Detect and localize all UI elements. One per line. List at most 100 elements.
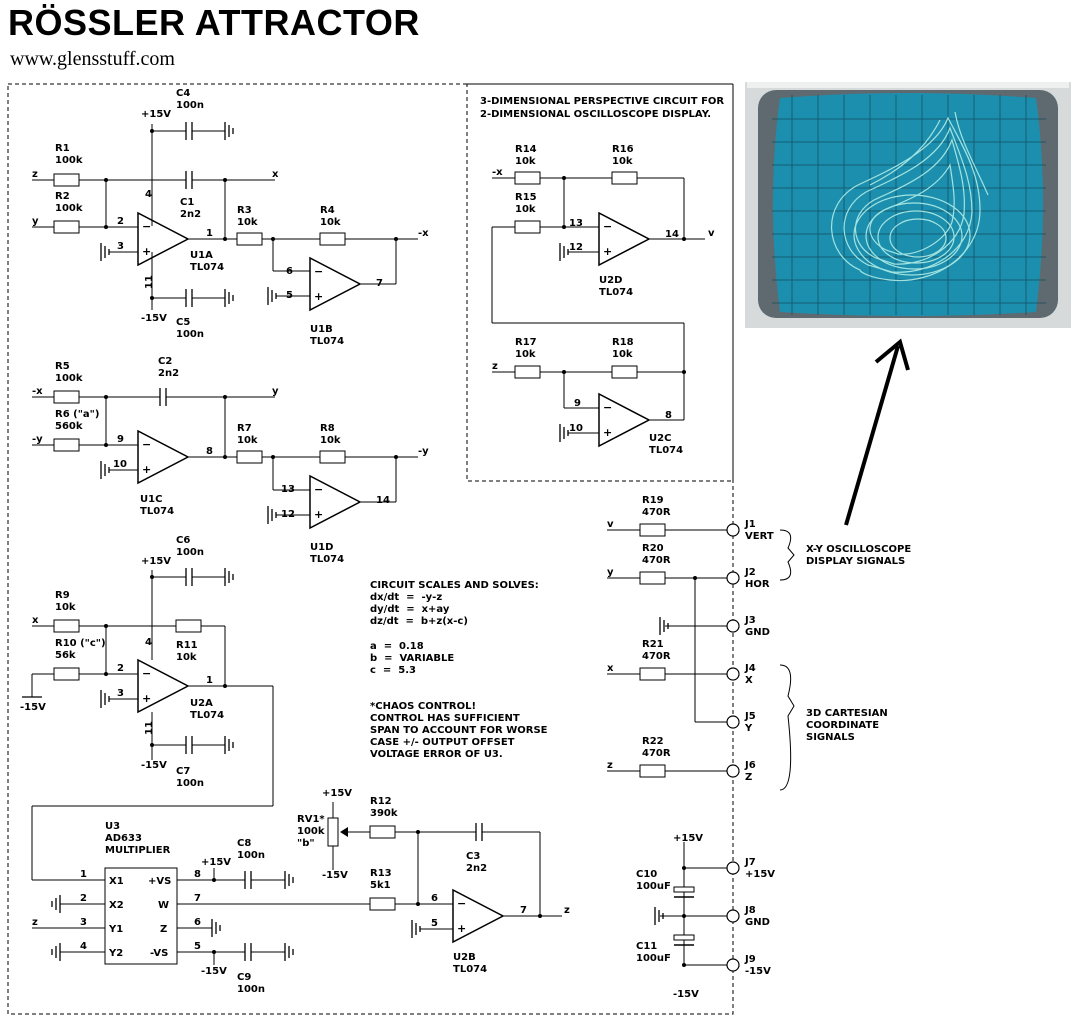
net-label: x (272, 169, 279, 180)
label-r8: R8 (320, 423, 335, 434)
label-r14: R14 (515, 144, 537, 155)
label-u1c: U1C (140, 494, 162, 505)
svg-text:13: 13 (569, 218, 583, 229)
label-c9: C9 (237, 972, 251, 983)
perspective-border (466, 83, 734, 482)
svg-text:5: 5 (194, 941, 201, 952)
note: c = 5.3 (370, 665, 416, 676)
label-c7: 100n (176, 778, 204, 789)
svg-text:10: 10 (113, 459, 127, 470)
jack-j1 (726, 523, 740, 537)
label-j4: X (745, 675, 753, 686)
net-label: -x (418, 228, 429, 239)
svg-text:2: 2 (117, 216, 124, 227)
label-r20: 470R (642, 555, 671, 566)
label-r17: 10k (515, 349, 536, 360)
svg-text:11: 11 (144, 275, 155, 289)
label-r18: 10k (612, 349, 633, 360)
label-rv1: 100k (297, 826, 325, 837)
svg-text:4: 4 (80, 941, 87, 952)
label-r7: 10k (237, 435, 258, 446)
net-label: v (708, 228, 715, 239)
label-c6: 100n (176, 547, 204, 558)
attractor-trace (831, 111, 989, 282)
net-label: z (564, 905, 570, 916)
label-r1: R1 (55, 143, 70, 154)
svg-text:12: 12 (281, 509, 295, 520)
u3-pin: +VS (148, 876, 171, 887)
label-u1c: TL074 (140, 506, 174, 517)
label-u3: AD633 (105, 833, 142, 844)
label-u2b: TL074 (453, 964, 487, 975)
label-j1: VERT (745, 531, 774, 542)
label-r21: 470R (642, 651, 671, 662)
label-rv1: RV1* (297, 814, 325, 825)
svg-text:4: 4 (145, 637, 152, 648)
u3-pin: W (158, 900, 169, 911)
label-j1: J1 (744, 519, 756, 530)
note: SPAN TO ACCOUNT FOR WORSE (370, 725, 548, 736)
jack-j2 (726, 571, 740, 585)
svg-text:1: 1 (80, 869, 87, 880)
label-r11: R11 (176, 640, 198, 651)
net-label: y (607, 567, 614, 578)
label-r21: R21 (642, 639, 664, 650)
label-r22: 470R (642, 748, 671, 759)
label-r1: 100k (55, 155, 83, 166)
net-label: z (492, 361, 498, 372)
note: dz/dt = b+z(x-c) (370, 616, 468, 627)
xy-brace (779, 529, 795, 581)
labels: 3-DIMENSIONAL PERSPECTIVE CIRCUIT FOR 2-… (20, 88, 911, 1000)
label-r16: R16 (612, 144, 634, 155)
multiplier (32, 867, 370, 965)
net-label: x (607, 663, 614, 674)
label-r10: 56k (55, 650, 76, 661)
jack-j7 (726, 861, 740, 875)
svg-text:5: 5 (431, 918, 438, 929)
net-label: z (607, 760, 613, 771)
note: a = 0.18 (370, 641, 424, 652)
u3-pin: Y2 (108, 948, 123, 959)
label-c5: C5 (176, 317, 190, 328)
z-stage (22, 567, 274, 881)
cartesian-brace (779, 664, 795, 791)
label-r9: R9 (55, 590, 70, 601)
net-label: y (32, 216, 39, 227)
label-c10: 100uF (636, 881, 671, 892)
note: dx/dt = -y-z (370, 592, 442, 603)
svg-text:8: 8 (665, 410, 672, 421)
svg-text:7: 7 (520, 905, 527, 916)
label-u1a: U1A (190, 250, 213, 261)
label-j5: Y (744, 723, 753, 734)
svg-text:4: 4 (145, 189, 152, 200)
svg-text:2: 2 (117, 663, 124, 674)
label-u2d: U2D (599, 275, 622, 286)
u3-pin: -VS (150, 948, 168, 959)
u3-pin: X2 (109, 900, 124, 911)
note: b = VARIABLE (370, 653, 454, 664)
label-u2c: TL074 (649, 445, 683, 456)
svg-text:7: 7 (194, 893, 201, 904)
label-j6: J6 (744, 760, 756, 771)
label-r3: R3 (237, 205, 252, 216)
website-label: www.glensstuff.com (10, 48, 175, 70)
rail-label: +15V (673, 833, 703, 844)
label-c6: C6 (176, 535, 190, 546)
net-label: z (32, 917, 38, 928)
main-border (7, 83, 734, 1015)
svg-text:8: 8 (206, 446, 213, 457)
label-r13: R13 (370, 868, 392, 879)
label-c3: C3 (466, 851, 480, 862)
label-c1: 2n2 (180, 209, 201, 220)
label-c11: 100uF (636, 953, 671, 964)
label-u1a: TL074 (190, 262, 224, 273)
svg-text:5: 5 (286, 290, 293, 301)
svg-text:3: 3 (117, 241, 124, 252)
label-u2a: U2A (190, 698, 213, 709)
note: VOLTAGE ERROR OF U3. (370, 749, 503, 760)
svg-text:14: 14 (376, 495, 390, 506)
net-label: z (32, 169, 38, 180)
label-c5: 100n (176, 329, 204, 340)
svg-text:1: 1 (206, 675, 213, 686)
label-c1: C1 (180, 197, 194, 208)
